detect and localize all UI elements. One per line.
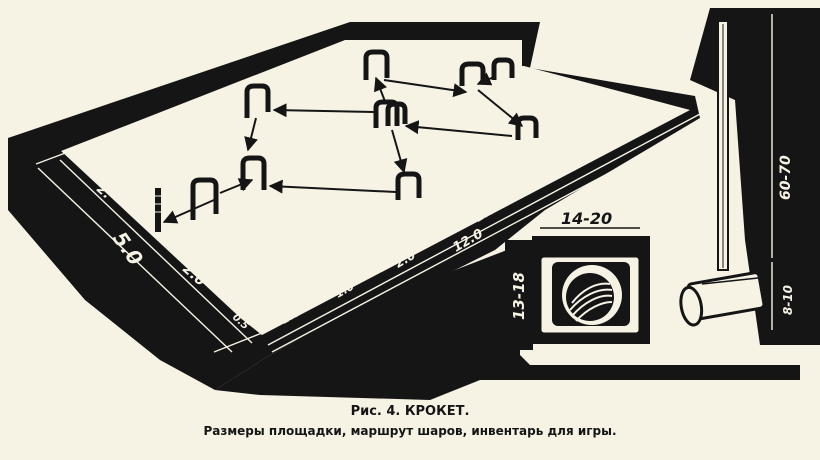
ball-box bbox=[532, 236, 650, 344]
box-height-bar bbox=[505, 240, 533, 350]
wicket-8 bbox=[491, 57, 515, 80]
figure-caption-title: Рис. 4. КРОКЕТ. bbox=[350, 404, 470, 419]
route-arrow bbox=[268, 179, 397, 194]
dim-box-height: 13-18 bbox=[510, 272, 528, 320]
wicket-3 bbox=[244, 83, 271, 118]
wicket-10 bbox=[395, 171, 422, 200]
route-arrow bbox=[404, 120, 513, 137]
dim-box-width: 14-20 bbox=[561, 209, 612, 228]
route-arrow bbox=[383, 79, 468, 98]
wicket-2 bbox=[240, 155, 267, 190]
wicket-4 bbox=[363, 49, 390, 80]
court-side-strip bbox=[30, 150, 262, 355]
ball-icon bbox=[569, 282, 613, 322]
front-dimension-lines bbox=[267, 113, 706, 353]
ball-route bbox=[162, 72, 524, 224]
route-arrow bbox=[391, 129, 408, 174]
route-arrow bbox=[272, 103, 375, 118]
mallet-head bbox=[679, 271, 766, 327]
route-arrow bbox=[244, 117, 258, 152]
court-field bbox=[38, 40, 690, 335]
start-peg bbox=[155, 188, 161, 232]
wicket-6 bbox=[385, 101, 408, 126]
figure-caption-text: Размеры площадки, маршрут шаров, инвента… bbox=[203, 424, 617, 438]
dim-mallet-handle: 60-70 bbox=[778, 155, 794, 200]
route-arrow bbox=[477, 89, 524, 127]
wicket-7 bbox=[459, 61, 486, 86]
end-peg bbox=[522, 40, 526, 66]
route-arrow bbox=[373, 76, 388, 105]
mallet: 60-70 8-10 bbox=[679, 8, 820, 345]
dim-ball-diameter: D-10-12 bbox=[570, 345, 646, 365]
route-arrow bbox=[162, 199, 215, 224]
dim-mallet-head: 8-10 bbox=[781, 285, 795, 315]
wicket-1 bbox=[190, 177, 219, 220]
route-arrow bbox=[476, 72, 497, 86]
route-arrow bbox=[219, 178, 254, 194]
left-dimension-lines bbox=[35, 151, 263, 353]
